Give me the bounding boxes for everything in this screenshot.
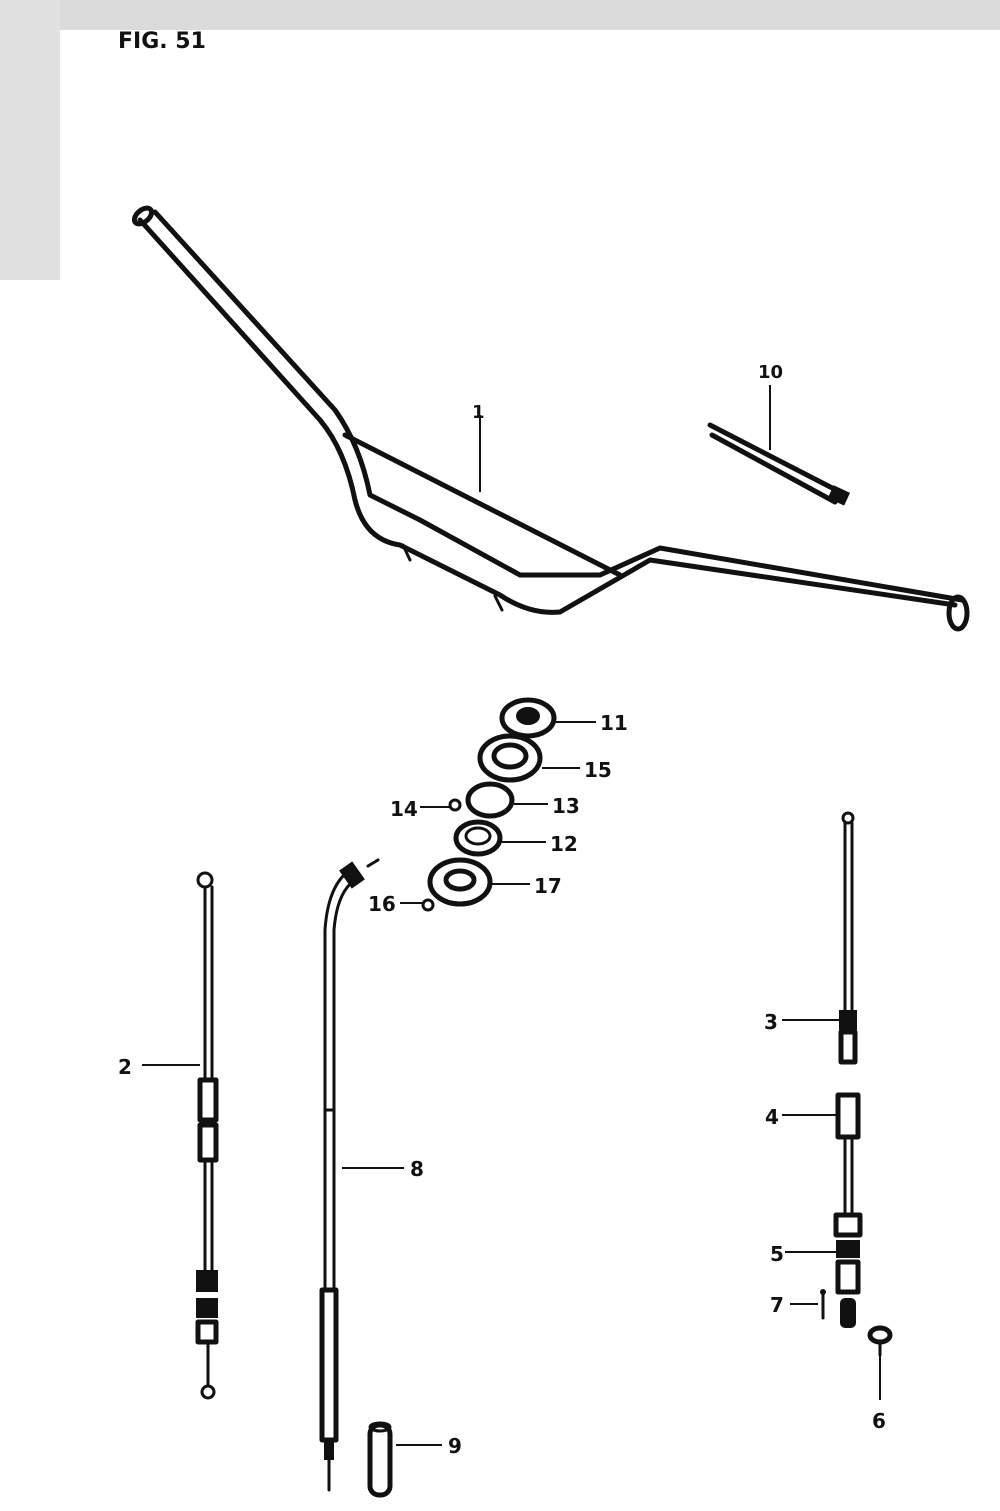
callout-7: 7 (770, 1293, 784, 1317)
callout-3: 3 (764, 1010, 778, 1034)
nut-5 (833, 1212, 863, 1295)
figure-title: FIG. 51 (118, 29, 206, 54)
cable-2 (195, 871, 219, 1400)
ball-16 (421, 898, 435, 912)
cable-3 (838, 811, 858, 1065)
callout-4: 4 (765, 1105, 779, 1129)
part-10-strip (707, 422, 851, 506)
callout-2: 2 (118, 1055, 132, 1079)
callout-14: 14 (390, 797, 418, 821)
callout-13: 13 (552, 794, 580, 818)
callout-16: 16 (368, 892, 396, 916)
callout-12: 12 (550, 832, 578, 856)
seal-17 (427, 857, 493, 907)
callout-10: 10 (758, 362, 783, 383)
callout-5: 5 (770, 1242, 784, 1266)
adjuster-4 (835, 1092, 861, 1217)
end-fitting (840, 1298, 856, 1328)
cable-8 (319, 858, 380, 1492)
boot-9 (367, 1421, 393, 1498)
callout-17: 17 (534, 874, 562, 898)
callout-11: 11 (600, 711, 628, 735)
bearing-15 (477, 733, 543, 783)
handlebar (131, 205, 970, 632)
bolt-6 (867, 1325, 893, 1357)
callout-6: 6 (872, 1409, 886, 1433)
stem-nut-11 (499, 697, 557, 739)
callout-9: 9 (448, 1434, 462, 1458)
race-12 (453, 819, 503, 857)
race-13 (465, 781, 515, 819)
pin-7 (820, 1289, 826, 1320)
callout-1: 1 (472, 402, 485, 423)
scan-noise (0, 0, 1000, 280)
ball-14 (448, 798, 462, 812)
callout-15: 15 (584, 758, 612, 782)
callout-8: 8 (410, 1157, 424, 1181)
